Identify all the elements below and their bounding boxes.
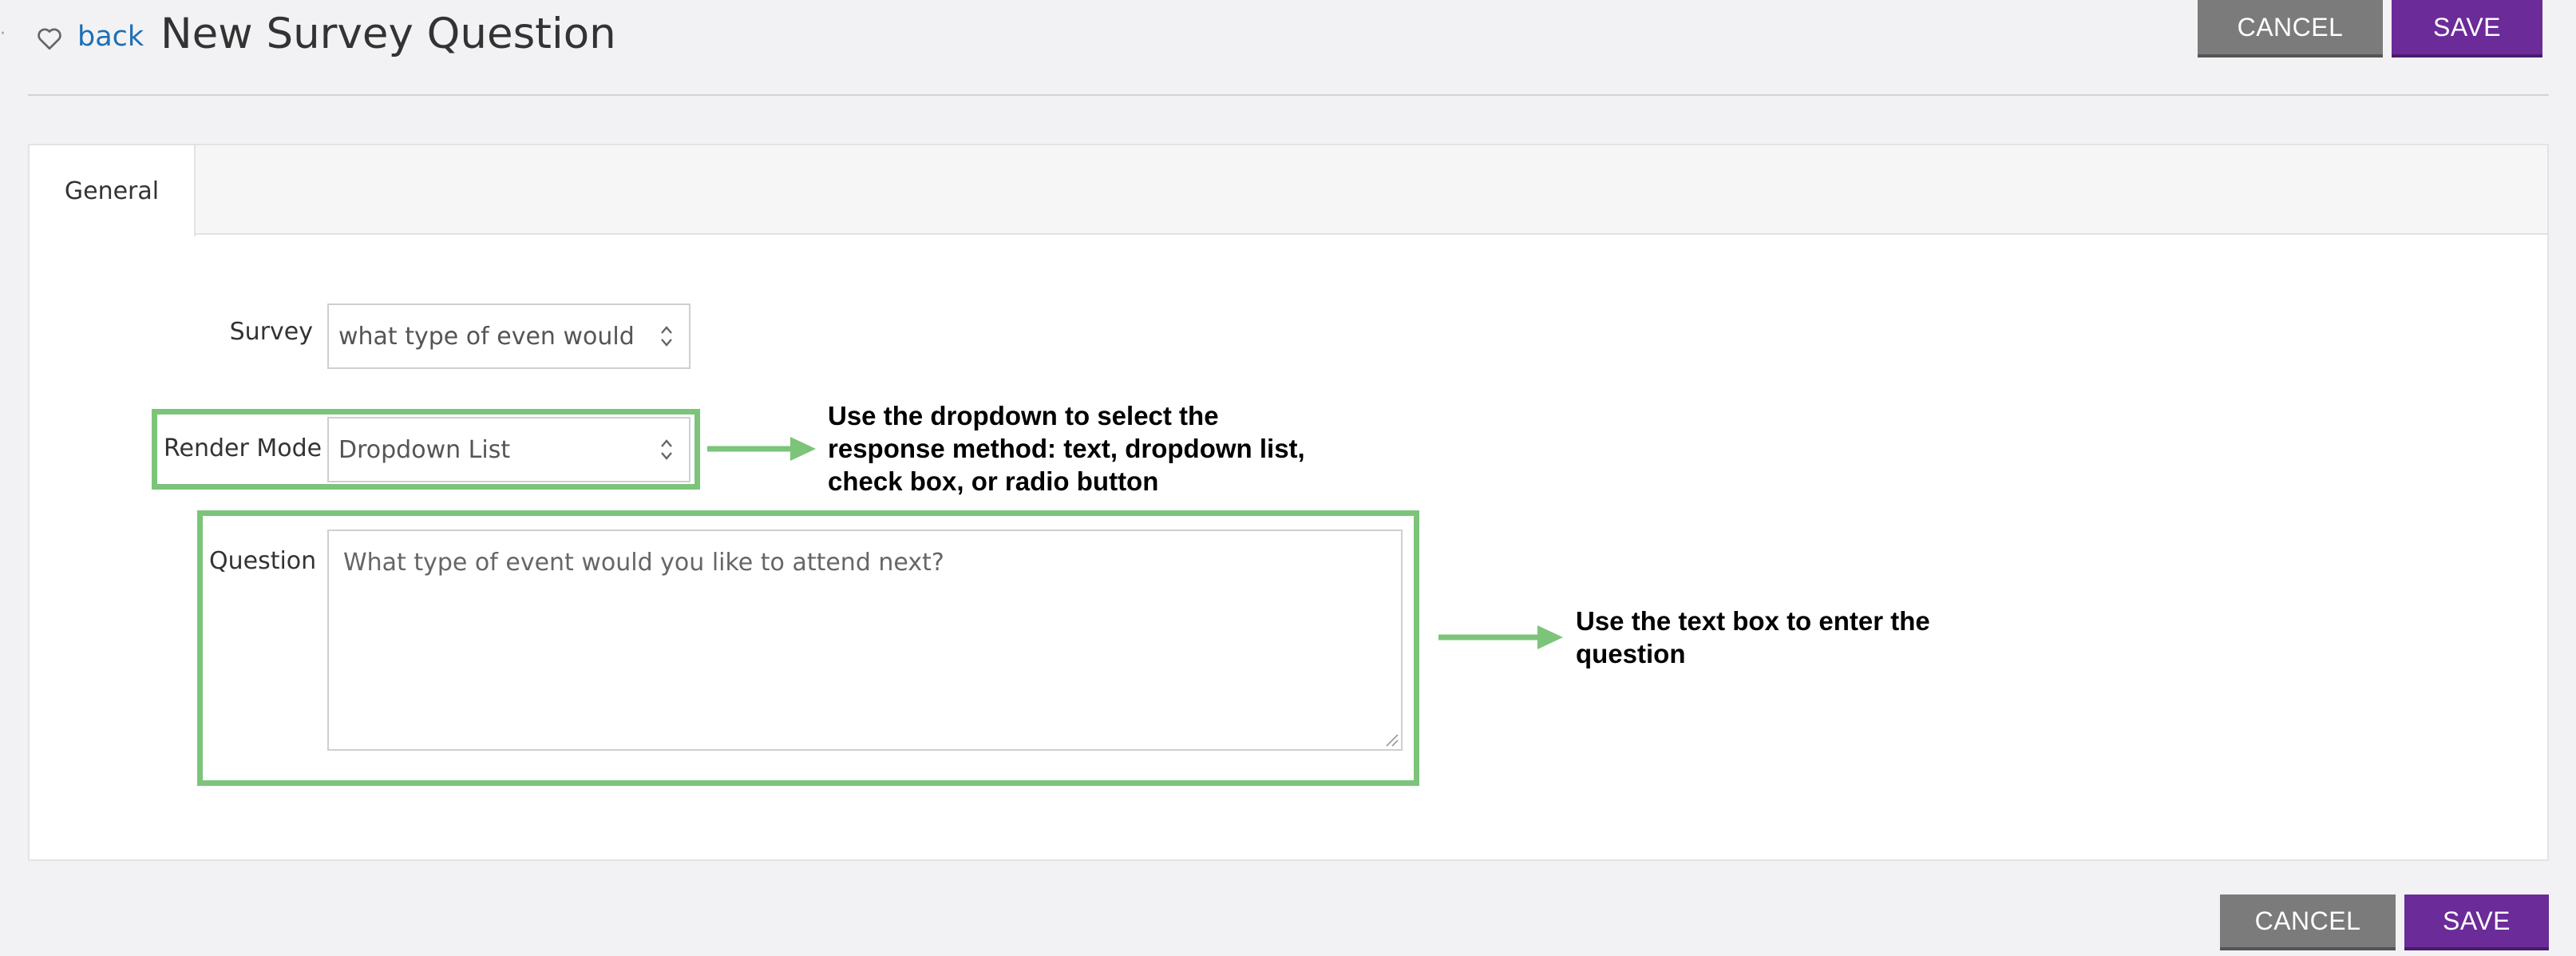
- tab-strip: [30, 145, 2547, 235]
- textbox-annotation: Use the text box to enter the question: [1576, 605, 2055, 670]
- survey-label: Survey: [229, 318, 313, 346]
- save-button-bottom[interactable]: SAVE: [2404, 895, 2549, 950]
- textbox-annotation-line: question: [1576, 639, 1686, 668]
- left-edge-marker: ·: [0, 24, 6, 44]
- survey-select[interactable]: what type of even would you: [327, 303, 690, 369]
- dropdown-annotation-line: response method: text, dropdown list,: [828, 434, 1305, 463]
- resize-handle-icon[interactable]: [1382, 730, 1399, 748]
- page-title: New Survey Question: [160, 10, 616, 58]
- cancel-button-bottom[interactable]: CANCEL: [2220, 895, 2396, 950]
- back-link[interactable]: back: [77, 21, 144, 53]
- tab-general[interactable]: General: [30, 145, 196, 236]
- textbox-callout-arrow: [1438, 625, 1563, 649]
- dropdown-callout-arrow: [707, 437, 816, 461]
- question-label: Question: [209, 547, 317, 575]
- cancel-button-top[interactable]: CANCEL: [2198, 0, 2383, 58]
- question-placeholder: What type of event would you like to att…: [343, 549, 944, 577]
- survey-select-value: what type of even would you: [338, 322, 642, 351]
- select-arrows-icon: [661, 326, 672, 347]
- render-mode-callout-frame: [152, 409, 700, 490]
- header-divider: [28, 94, 2549, 96]
- select-arrows-icon: [661, 439, 672, 460]
- dropdown-annotation: Use the dropdown to select the response …: [828, 399, 1403, 498]
- render-mode-select[interactable]: Dropdown List: [327, 417, 690, 482]
- dropdown-annotation-line: check box, or radio button: [828, 466, 1159, 496]
- render-mode-select-value: Dropdown List: [338, 435, 511, 464]
- render-mode-label: Render Mode: [164, 434, 322, 462]
- save-button-top[interactable]: SAVE: [2392, 0, 2542, 58]
- heart-icon[interactable]: [35, 24, 64, 53]
- textbox-annotation-line: Use the text box to enter the: [1576, 606, 1930, 636]
- question-callout-frame: [197, 510, 1419, 786]
- question-textarea[interactable]: What type of event would you like to att…: [327, 530, 1403, 751]
- dropdown-annotation-line: Use the dropdown to select the: [828, 401, 1219, 430]
